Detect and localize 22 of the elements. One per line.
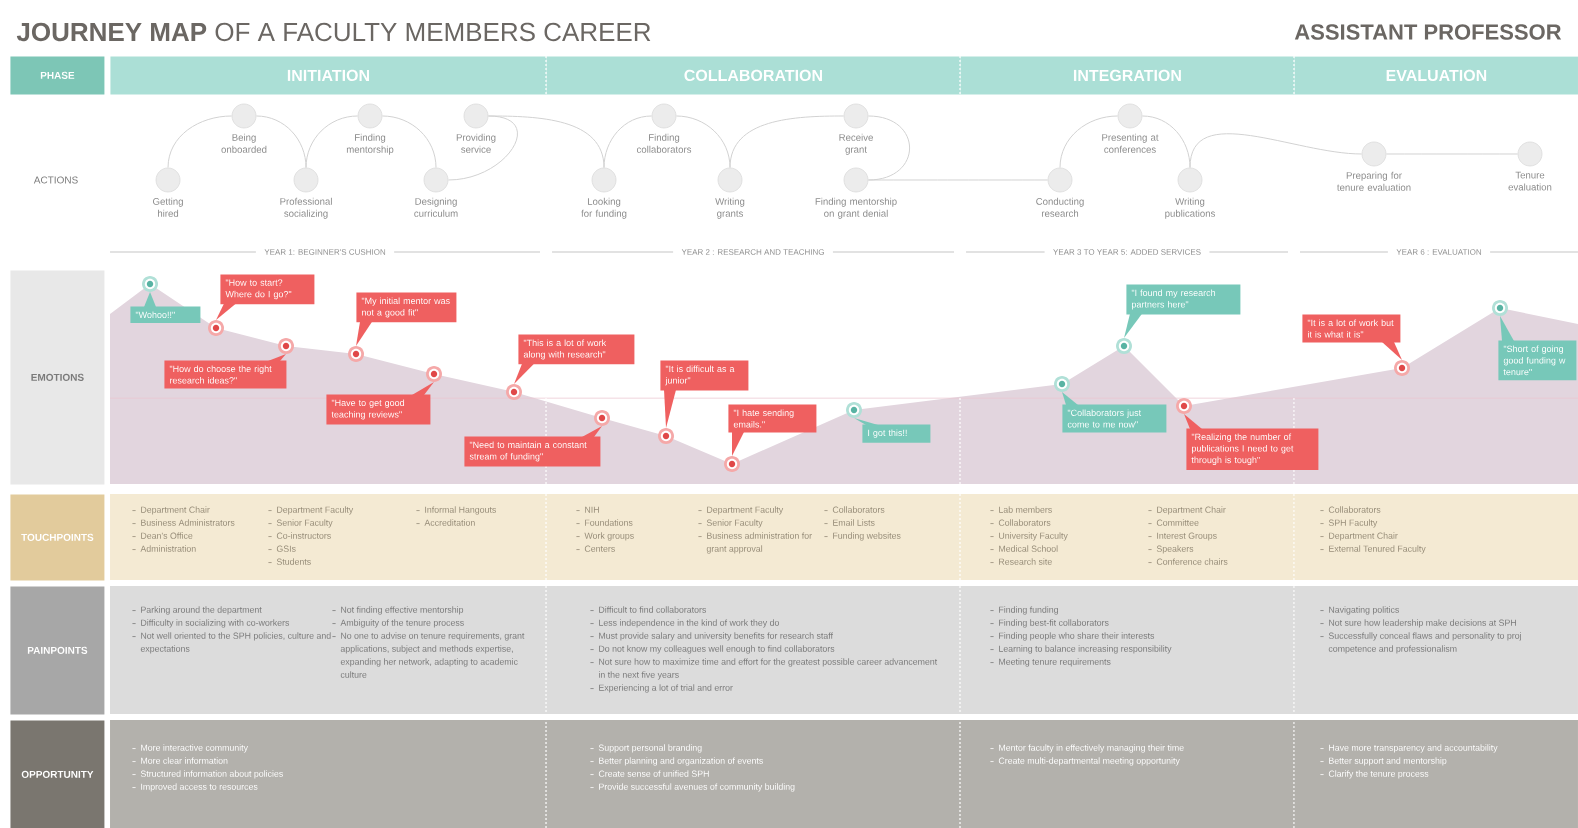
journey-path [867, 115, 911, 181]
journey-path [167, 115, 233, 169]
phase-band: EVALUATION [1294, 56, 1578, 95]
journey-path [603, 115, 653, 169]
journey-path [1059, 115, 1119, 169]
title: JOURNEY MAP OF A FACULTY MEMBERS CAREER [16, 22, 651, 42]
phase-band: INTEGRATION [960, 56, 1295, 95]
journey-path [255, 115, 307, 169]
role-title: ASSISTANT PROFESSOR [1294, 24, 1562, 40]
journey-path [675, 115, 731, 169]
journey-path [729, 115, 845, 169]
journey-path [305, 115, 359, 169]
phase-band: INITIATION [110, 56, 547, 95]
phase-band: COLLABORATION [546, 56, 961, 95]
node-label: EVALUATION [1386, 69, 1487, 82]
journey-path [1189, 133, 1363, 169]
node-label: COLLABORATION [684, 69, 822, 82]
journey-path [381, 115, 437, 169]
node-label: INTEGRATION [1073, 69, 1181, 82]
journey-path [447, 115, 518, 181]
journey-path [487, 115, 605, 169]
journey-path [1141, 115, 1191, 169]
